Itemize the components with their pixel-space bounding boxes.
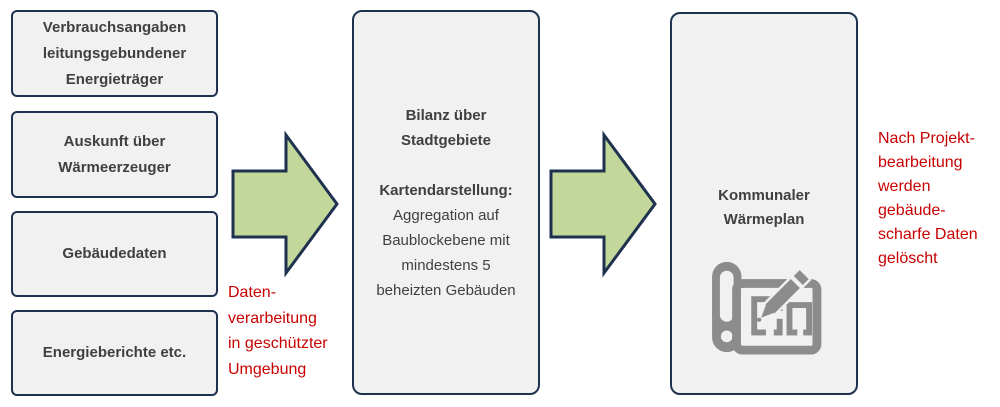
source-box-label: Energieberichte etc. xyxy=(42,344,187,361)
source-box-energieberichte: Energieberichte etc. xyxy=(11,310,218,396)
process-box: Bilanz über Stadtgebiete Kartendarstellu… xyxy=(352,10,540,395)
source-box-verbrauchsangaben: Verbrauchsangaben leitungsgebundener Ene… xyxy=(11,10,218,97)
process-box-title: Bilanz über Stadtgebiete xyxy=(400,106,491,149)
note-data-deletion: Nach Projekt- bearbeitung werden gebäude… xyxy=(878,130,978,267)
arrow-shape xyxy=(231,130,339,278)
result-box: Kommunaler Wärmeplan xyxy=(670,12,858,395)
flow-arrow-right-icon xyxy=(549,130,657,278)
result-box-title: Kommunaler Wärmeplan xyxy=(718,187,810,228)
blueprint-pencil-icon xyxy=(712,261,822,355)
source-box-label: Verbrauchsangaben leitungsgebundener Ene… xyxy=(42,18,187,88)
source-box-gebaeudedaten: Gebäudedaten xyxy=(11,211,218,297)
process-box-subtitle: Kartendarstellung: xyxy=(379,181,513,199)
note-protected-processing: Daten- verarbeitung in geschützter Umgeb… xyxy=(228,284,328,378)
source-box-label: Gebäudedaten xyxy=(62,245,167,262)
process-box-body: Aggregation auf Baublockebene mit mindes… xyxy=(376,206,516,299)
flow-arrow-right-icon xyxy=(231,130,339,278)
source-box-auskunft: Auskunft über Wärmeerzeuger xyxy=(11,111,218,198)
arrow-shape xyxy=(549,130,657,278)
source-box-label: Auskunft über Wärmeerzeuger xyxy=(58,132,171,176)
